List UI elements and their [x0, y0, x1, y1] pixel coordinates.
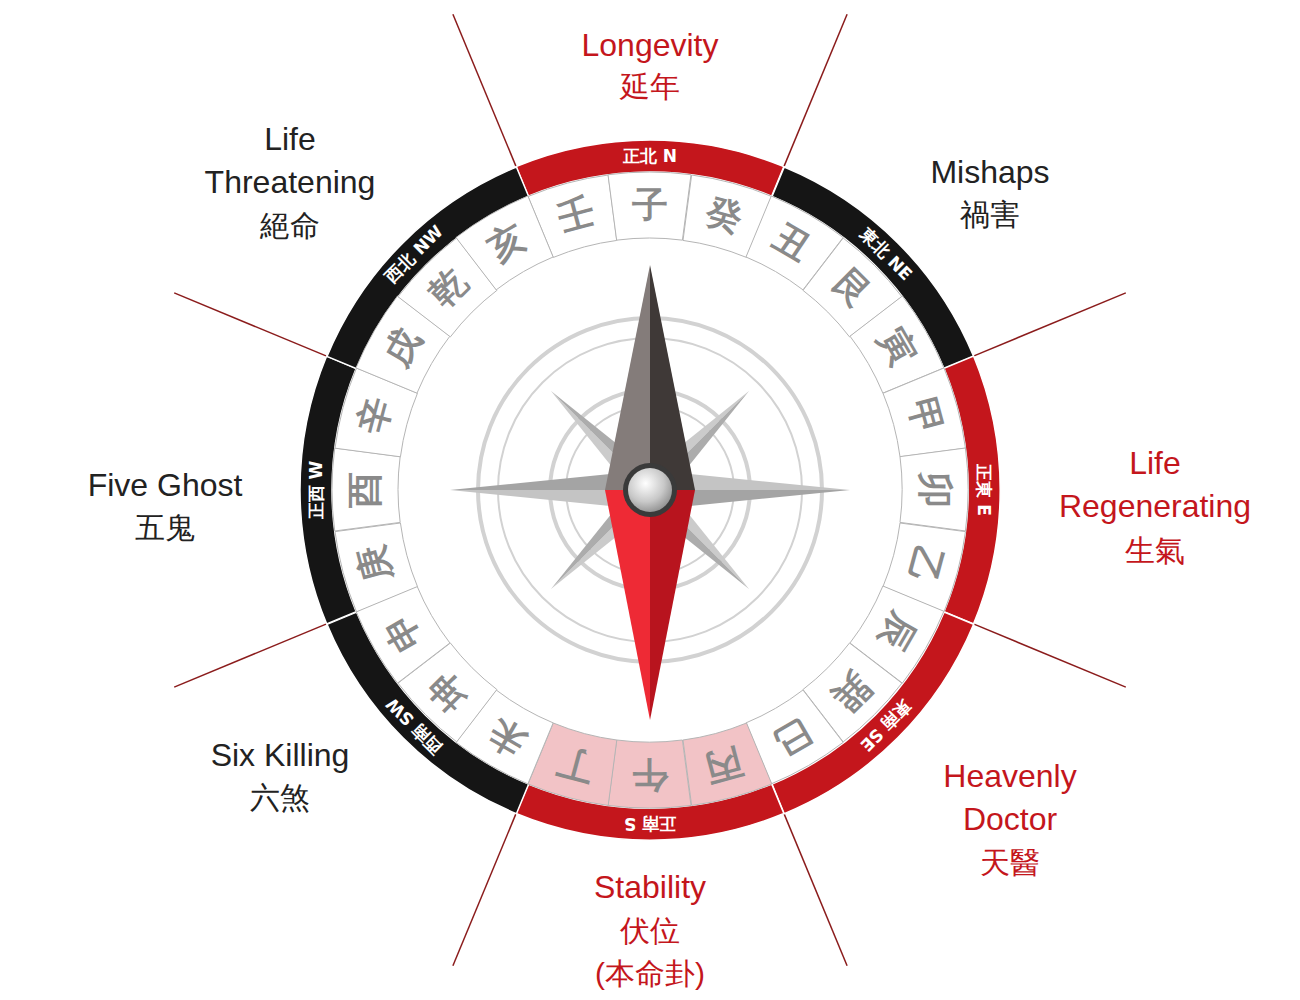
sector-meaning: 五鬼: [135, 506, 195, 549]
sector-divider: [973, 624, 1125, 687]
direction-label-holder: 正西 W: [306, 461, 326, 520]
sector-divider: [453, 813, 516, 965]
sector-meaning: (本命卦): [595, 952, 705, 995]
mountain-cell: 庚: [335, 523, 417, 612]
sector-divider: [453, 14, 516, 166]
compass-needle: [605, 265, 695, 720]
sector-meaning: Five Ghost: [88, 464, 243, 507]
sector-meaning-holder: Life Threatening: [205, 118, 376, 204]
direction-label: 正南 S: [624, 814, 676, 834]
mountain-character: 午: [632, 755, 668, 795]
sector-meaning-holder: 伏位: [620, 909, 680, 952]
sector-meaning-holder: Six Killing: [211, 734, 350, 777]
sector-divider: [174, 293, 326, 356]
mountain-cell: 亥: [456, 196, 553, 290]
mountain-cell: 甲: [883, 368, 965, 457]
mountain-cell-outline: [683, 723, 772, 805]
needle-pivot: [623, 463, 677, 517]
mountain-character-holder: 卯: [915, 472, 955, 508]
compass-rose: [450, 265, 850, 720]
sector-meaning: Stability: [594, 866, 706, 909]
mountain-cell-outline: [900, 448, 968, 531]
sector-divider-lines: [174, 14, 1126, 966]
sector-meaning: 生氣: [1125, 529, 1185, 572]
direction-label-holder: 正東 E: [974, 464, 994, 516]
sector-meaning-holder: 延年: [620, 65, 680, 108]
mountain-cell: 丙: [683, 723, 772, 805]
mountain-cell: 午: [608, 740, 691, 808]
mountain-cell-outline: [335, 523, 417, 612]
sector-meaning: Mishaps: [930, 151, 1049, 194]
mountain-cell-outline: [608, 172, 691, 240]
sector-meaning: Heavenly Doctor: [943, 755, 1076, 841]
sector-meaning-holder: 絕命: [260, 204, 320, 247]
sector-meaning-holder: (本命卦): [595, 952, 705, 995]
sector-meaning: 延年: [620, 65, 680, 108]
sector-meaning: Life Threatening: [205, 118, 376, 204]
sector-meaning: 絕命: [260, 204, 320, 247]
sector-divider: [784, 813, 847, 965]
sector-meaning-holder: Heavenly Doctor: [943, 755, 1076, 841]
direction-label-holder: 正南 S: [624, 814, 676, 834]
sector-meaning-holder: 禍害: [960, 193, 1020, 236]
mountain-character-holder: 子: [632, 185, 668, 225]
sector-meaning: 伏位: [620, 909, 680, 952]
mountain-character-holder: 酉: [345, 472, 385, 508]
sector-meaning-holder: 天醫: [980, 841, 1040, 884]
sector-meaning: Longevity: [582, 24, 719, 67]
sector-meaning: Life Regenerating: [1059, 442, 1251, 528]
sector-meaning-holder: Life Regenerating: [1059, 442, 1251, 528]
sector-meaning-holder: 五鬼: [135, 506, 195, 549]
sector-divider: [174, 624, 326, 687]
direction-label: 正北 N: [623, 146, 677, 166]
sector-meaning-holder: Longevity: [582, 24, 719, 67]
needle-pivot: [628, 468, 672, 512]
sector-meaning-holder: 生氣: [1125, 529, 1185, 572]
mountain-character: 酉: [345, 472, 385, 508]
mountain-cell: 子: [608, 172, 691, 240]
sector-meaning: 六煞: [250, 776, 310, 819]
mountain-cell-outline: [608, 740, 691, 808]
sector-divider: [784, 14, 847, 166]
sector-meaning-holder: Mishaps: [930, 151, 1049, 194]
sector-meaning-holder: 六煞: [250, 776, 310, 819]
mountain-cell: 卯: [900, 448, 968, 531]
sector-meaning-holder: Five Ghost: [88, 464, 243, 507]
mountain-cell-outline: [332, 448, 400, 531]
sector-meaning-holder: Stability: [594, 866, 706, 909]
mountain-cell-outline: [456, 196, 553, 290]
sector-meaning: 天醫: [980, 841, 1040, 884]
mountain-character: 卯: [915, 472, 955, 508]
sector-divider: [973, 293, 1125, 356]
sector-meaning: Six Killing: [211, 734, 350, 777]
mountain-character-holder: 午: [632, 755, 668, 795]
direction-label: 正西 W: [306, 461, 326, 520]
mountain-character: 子: [632, 185, 668, 225]
mountain-cell: 酉: [332, 448, 400, 531]
mountain-cell-outline: [883, 368, 965, 457]
direction-label: 正東 E: [974, 464, 994, 516]
sector-meaning: 禍害: [960, 193, 1020, 236]
direction-label-holder: 正北 N: [623, 146, 677, 166]
